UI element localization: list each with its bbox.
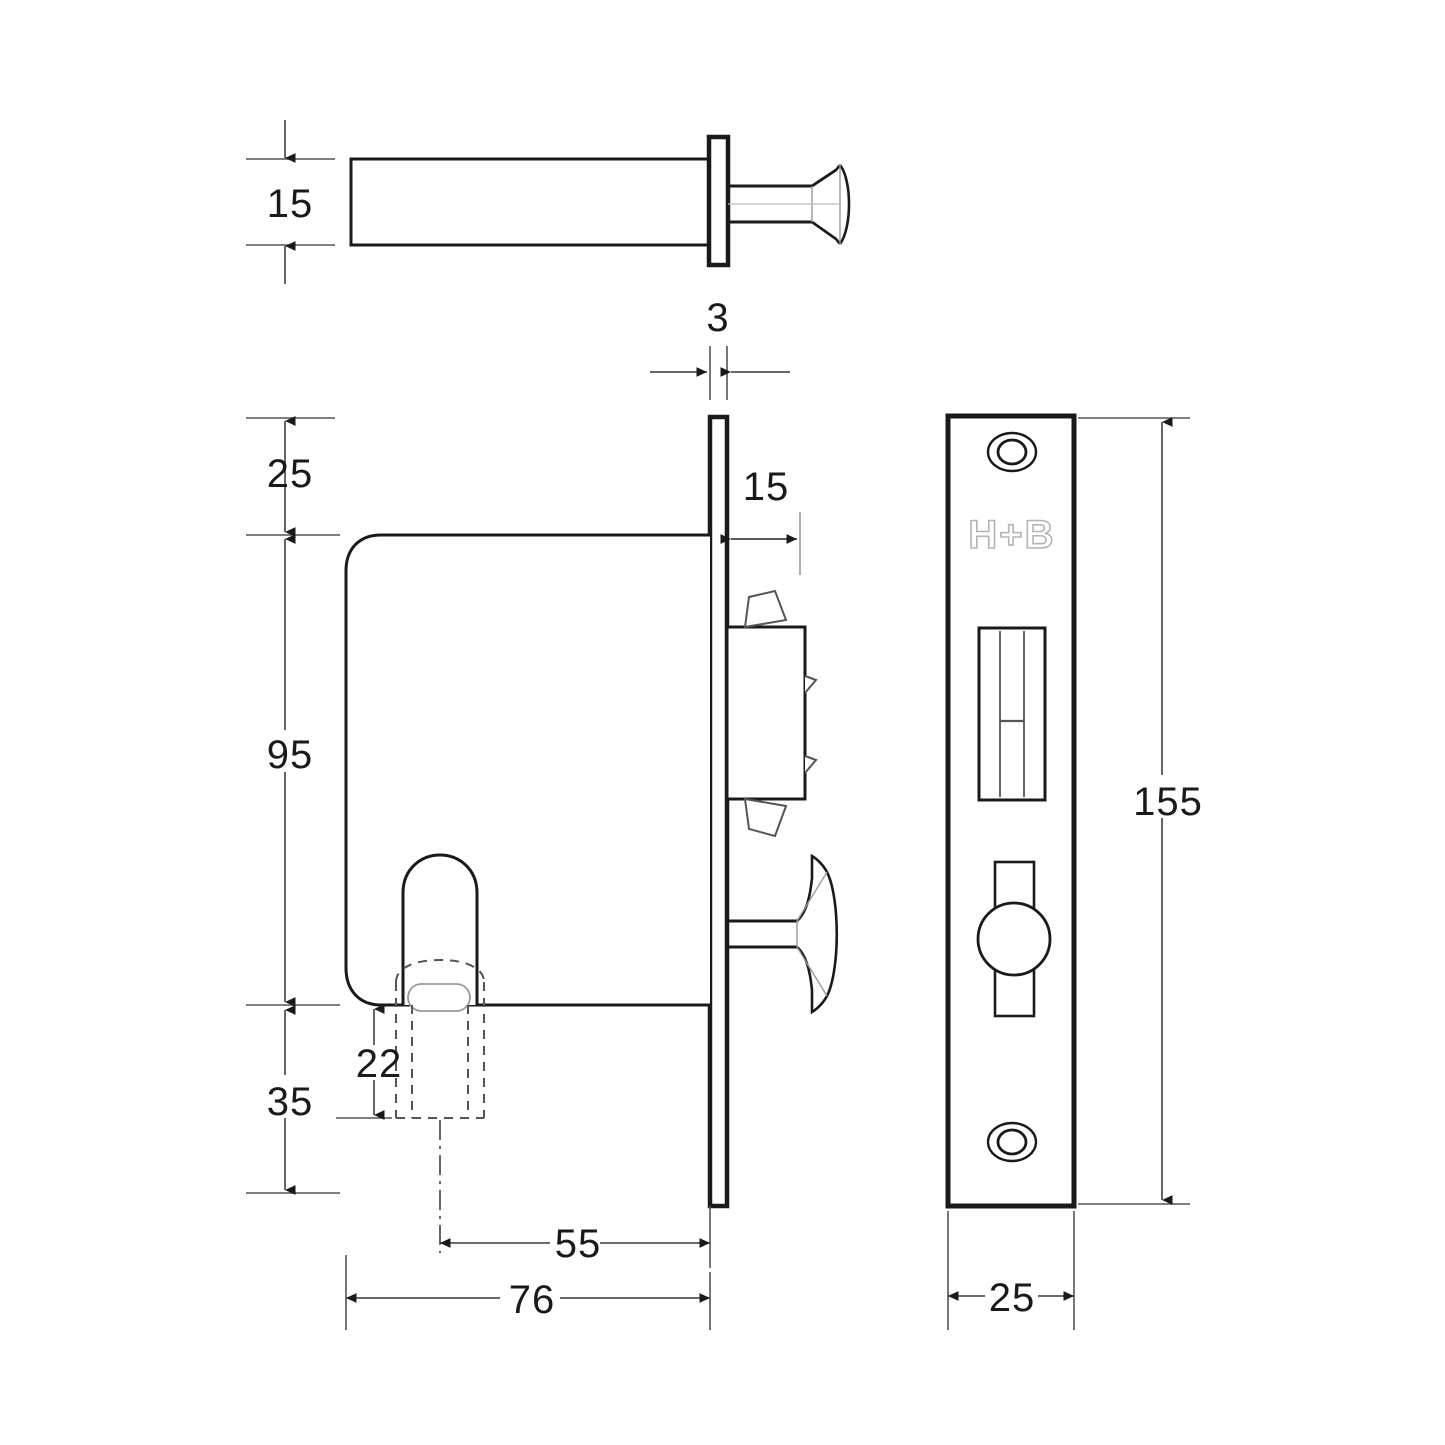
dim-label-25-width: 25	[989, 1276, 1036, 1320]
side-view-deadbolt-notch-lower	[804, 755, 818, 774]
side-view-dead-bolt	[725, 625, 807, 801]
top-view-latch-bevel-upper	[811, 168, 837, 188]
dead-bolt-opening	[977, 626, 1047, 802]
side-view-deadbolt-notch-upper	[804, 675, 818, 694]
side-view-faceplate	[707, 414, 730, 1209]
screw-hole-upper-inner	[996, 438, 1028, 466]
faceplate-outline	[945, 413, 1077, 1209]
top-view-case-body	[349, 157, 711, 247]
side-view-hub-tab	[401, 853, 479, 1005]
dim-label-15-bolt: 15	[743, 465, 790, 509]
dim-label-155: 155	[1133, 780, 1203, 824]
side-view-latch-wing-upper	[796, 853, 829, 922]
side-view-case-body	[344, 533, 710, 1007]
side-view-hub-slot	[407, 983, 471, 1012]
dim-label-95: 95	[267, 733, 314, 777]
dim-label-15-top: 15	[267, 182, 314, 226]
side-view-group: 3 25 95 35 15 22 55	[246, 296, 839, 1330]
dim-label-55: 55	[555, 1222, 602, 1266]
dim-label-22: 22	[356, 1042, 403, 1086]
faceplate-view-group: H+B 155 25	[945, 413, 1203, 1330]
dim-label-25-top: 25	[267, 452, 314, 496]
side-view-deadbolt-tab-upper	[743, 589, 788, 629]
dim-label-3: 3	[706, 296, 729, 340]
top-view-group: 15	[246, 120, 851, 284]
side-view-latch-wing-lower	[796, 946, 829, 1015]
side-view-latch-bevel-lower	[796, 946, 828, 997]
top-view-latch-bevel-lower	[811, 220, 837, 241]
dim-label-76: 76	[509, 1278, 556, 1322]
screw-hole-lower-inner	[996, 1128, 1028, 1156]
top-view-latch-nose	[838, 164, 851, 245]
brand-mark-label: H+B	[968, 513, 1055, 557]
latch-bolt-head	[976, 901, 1052, 977]
side-view-latch-bevel-upper	[796, 871, 828, 922]
dim-label-35: 35	[267, 1080, 314, 1124]
top-view-faceplate	[706, 134, 731, 268]
side-view-latch-nose	[825, 871, 839, 997]
side-view-hub-dashed-arc	[395, 958, 485, 983]
side-view-deadbolt-tab-lower	[743, 797, 788, 838]
